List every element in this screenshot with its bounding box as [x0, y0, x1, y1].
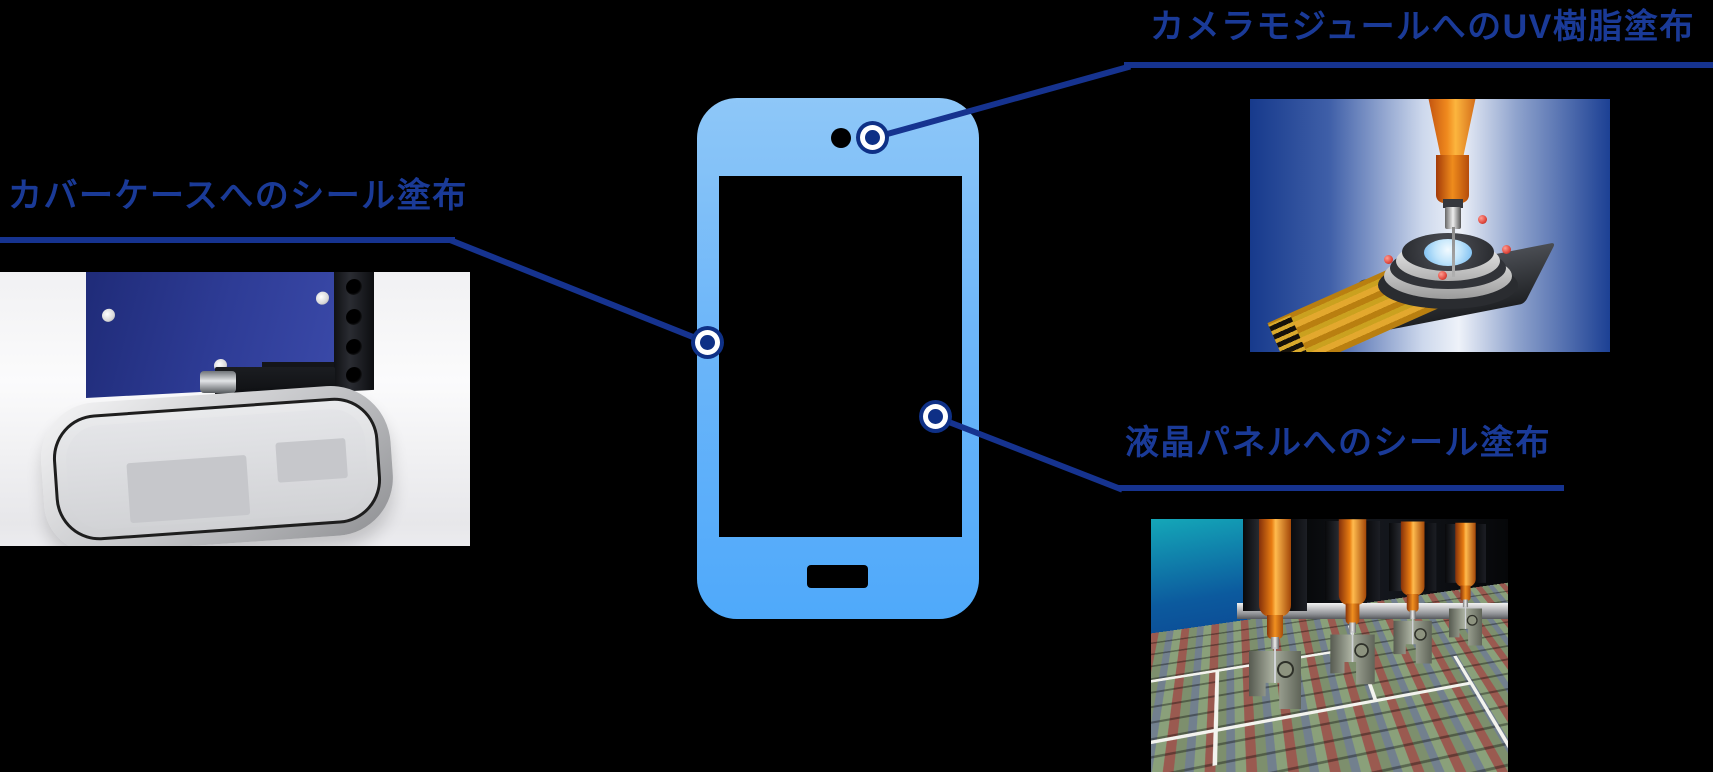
camera-uv-label: カメラモジュールへのUV樹脂塗布	[1150, 8, 1695, 46]
phone-camera-icon	[831, 128, 851, 148]
cover-case-dispensing-image	[0, 272, 470, 546]
lcd-panel-dispensing-image	[1151, 519, 1508, 772]
cover-label-underline	[0, 237, 455, 243]
camera-lens	[1424, 239, 1472, 266]
camera-module-uv-image	[1250, 99, 1610, 352]
cover-callout-marker-icon	[691, 326, 724, 359]
camera-lens-barrel	[1378, 215, 1518, 311]
phone-screen	[719, 176, 962, 537]
smartphone-illustration	[697, 98, 979, 619]
dispense-unit	[1325, 519, 1381, 693]
lcd-callout-marker-icon	[919, 400, 952, 433]
uv-dispenser-cone	[1425, 99, 1479, 159]
lcd-panel-label: 液晶パネルへのシール塗布	[1125, 424, 1551, 462]
phone-cover-case	[37, 381, 397, 546]
uv-dispense-needle	[1452, 227, 1455, 277]
dispense-unit	[1243, 519, 1307, 719]
lcd-label-underline	[1118, 485, 1564, 491]
dispense-unit	[1389, 521, 1437, 671]
camera-label-underline	[1124, 62, 1713, 68]
phone-home-button-icon	[807, 565, 868, 588]
camera-callout-marker-icon	[856, 121, 889, 154]
machine-z-column	[334, 272, 374, 392]
dispense-head-cylinder	[200, 371, 236, 393]
cover-case-label: カバーケースへのシール塗布	[8, 177, 468, 215]
dispense-unit	[1445, 522, 1486, 652]
cover-callout-line	[448, 237, 710, 346]
